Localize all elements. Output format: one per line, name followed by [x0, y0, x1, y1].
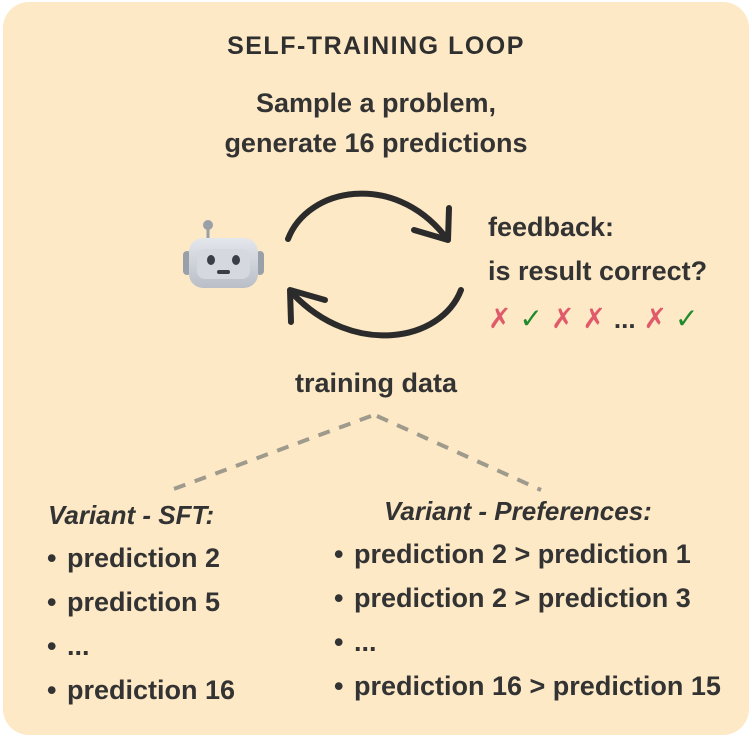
list-item: •prediction 2 > prediction 1 [334, 539, 691, 569]
list-item: •prediction 2 > prediction 3 [334, 583, 691, 613]
cross-mark-icon: ✗ [550, 303, 575, 334]
robot-icon [183, 220, 264, 288]
feedback-marks: ✗ ✓ ✗ ✗ ... ✗ ✓ [488, 302, 698, 335]
variant-preferences-list: •prediction 2 > prediction 1 •prediction… [334, 532, 721, 708]
check-mark-icon: ✓ [519, 303, 543, 334]
step-sample-line-2: generate 16 predictions [224, 128, 528, 158]
cycle-arrow-bottom [287, 287, 464, 339]
loop-graphic [170, 190, 542, 492]
marks-ellipsis: ... [613, 304, 636, 334]
diagram-card: SELF-TRAINING LOOP Sample a problem, gen… [3, 2, 749, 735]
diagram-title: SELF-TRAINING LOOP [227, 32, 525, 60]
variant-preferences-title: Variant - Preferences: [384, 496, 652, 526]
cycle-arrow-top [285, 190, 452, 243]
list-item: •prediction 16 [47, 675, 236, 705]
list-item: •prediction 5 [47, 587, 221, 617]
step-sample-line-1: Sample a problem, [255, 88, 497, 118]
training-data-label: training data [294, 368, 457, 398]
variant-sft-title: Variant - SFT: [48, 500, 215, 530]
list-item: •prediction 16 > prediction 15 [334, 671, 721, 701]
feedback-label: feedback: [488, 212, 615, 242]
variant-sft-list: •prediction 2 •prediction 5 •... •predic… [47, 536, 235, 712]
feedback-question: is result correct? [488, 256, 708, 286]
list-item: •prediction 2 [47, 543, 221, 573]
cross-mark-icon: ✗ [582, 303, 606, 334]
cross-mark-icon: ✗ [643, 303, 668, 334]
dashed-branch-lines [170, 414, 542, 492]
check-mark-icon: ✓ [675, 303, 699, 334]
list-item: •... [47, 631, 90, 661]
list-item: •... [334, 627, 377, 657]
cross-mark-icon: ✗ [488, 303, 512, 334]
